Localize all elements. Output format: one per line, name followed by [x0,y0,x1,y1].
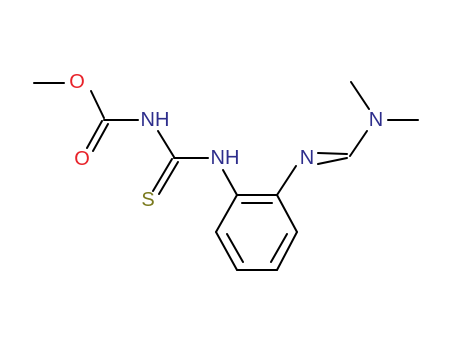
bond-thione-double-outer [152,158,173,192]
bond-ring-c6-c1 [215,194,238,233]
bond-carbonyl-double-inner [92,123,109,152]
bond-ether-oxygen-carbonyl-carbon [90,90,105,119]
carbamate-nh-label: NH [141,109,170,131]
bond-ring-imine-nitrogen [276,165,297,196]
bond-ring-c3-c4 [276,231,298,271]
bond-imine-double-lower [317,157,348,165]
ether-oxygen-label: O [69,71,85,93]
bond-ring-inner-c3-c4 [270,233,288,263]
carbonyl-oxygen-label: O [74,148,90,170]
bond-formamidine-carbon-dimethylamino [349,130,368,157]
thiourea-nh-label: NH [211,147,240,169]
bonds [33,81,419,271]
bond-ring-c2-c3 [276,194,298,233]
thione-sulfur-label: S [141,189,154,211]
bond-imine-double-upper [317,152,348,155]
bond-thione-double-inner [158,161,179,195]
bond-carbamate-nh-thiocarbonyl-carbon [157,130,175,158]
dimethylamino-nitrogen-label: N [369,109,383,131]
bond-dimethylamino-methyl-upper [350,81,370,110]
bond-carbonyl-double-outer [86,120,103,149]
atom-labels: O O NH NH S N N [69,71,383,211]
imine-nitrogen-label: N [300,147,314,169]
bond-thiourea-nh-ring [222,169,238,196]
bond-ring-c5-c6 [215,231,238,271]
bond-ring-inner-c5-c6 [226,233,244,263]
